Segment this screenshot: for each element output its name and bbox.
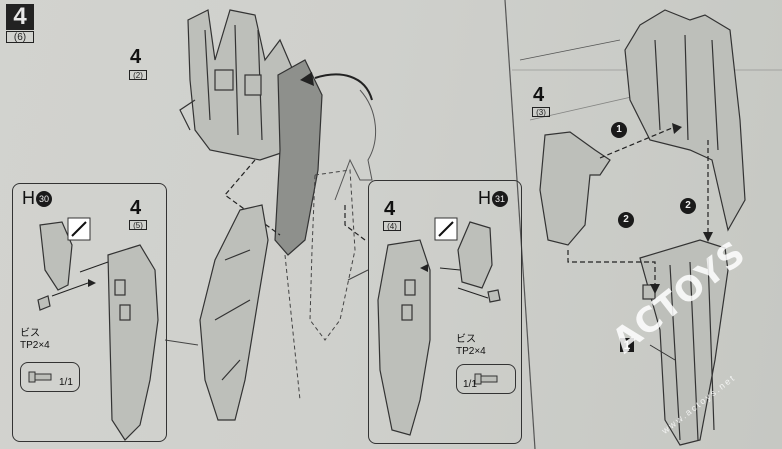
right-box-ref-sub: (4) — [383, 221, 401, 231]
part-1-label: 1 — [620, 338, 634, 352]
screw-icon — [28, 371, 52, 383]
right-part-number: 31 — [492, 191, 508, 207]
shaded-wing-part — [274, 59, 323, 256]
top-ref-number: 4 — [130, 46, 142, 68]
right-panel-ref-sub: (3) — [532, 107, 550, 117]
left-box-ref-number: 4 — [130, 197, 142, 219]
right-part-letter: H — [478, 188, 491, 208]
top-ref-sub: (2) — [129, 70, 147, 80]
left-part-number: 30 — [36, 191, 52, 207]
left-box-ref-sub: (5) — [129, 220, 147, 230]
right-screw-spec: TP2×4 — [456, 346, 486, 357]
right-screw-box: 1/1 — [456, 364, 516, 394]
center-wing — [199, 204, 269, 421]
left-part-letter: H — [22, 188, 35, 208]
panel-divider — [504, 0, 536, 449]
callout-1: 1 — [611, 122, 627, 138]
callout-2b: 2 — [680, 198, 696, 214]
left-screw-label: ビス TP2×4 — [20, 328, 50, 352]
right-assembly — [539, 9, 746, 446]
right-box-parts — [377, 221, 501, 436]
right-screw-name: ビス — [456, 334, 476, 345]
step-number: 4 — [6, 4, 34, 30]
right-panel-ref-number: 4 — [533, 84, 545, 106]
left-screw-box: 1/1 — [20, 362, 80, 392]
screw-icon-right — [474, 373, 498, 385]
right-detail-box — [368, 180, 522, 444]
left-screw-name: ビス — [20, 328, 40, 339]
left-detail-box — [12, 183, 167, 442]
left-box-parts — [37, 221, 159, 441]
right-ratio: 1/1 — [463, 379, 477, 390]
left-ratio: 1/1 — [59, 377, 73, 388]
right-box-ref-number: 4 — [384, 198, 396, 220]
top-assembly — [179, 9, 296, 161]
right-screw-label: ビス TP2×4 — [456, 334, 486, 358]
left-screw-spec: TP2×4 — [20, 340, 50, 351]
step-sub-number: (6) — [6, 31, 34, 43]
callout-2a: 2 — [618, 212, 634, 228]
